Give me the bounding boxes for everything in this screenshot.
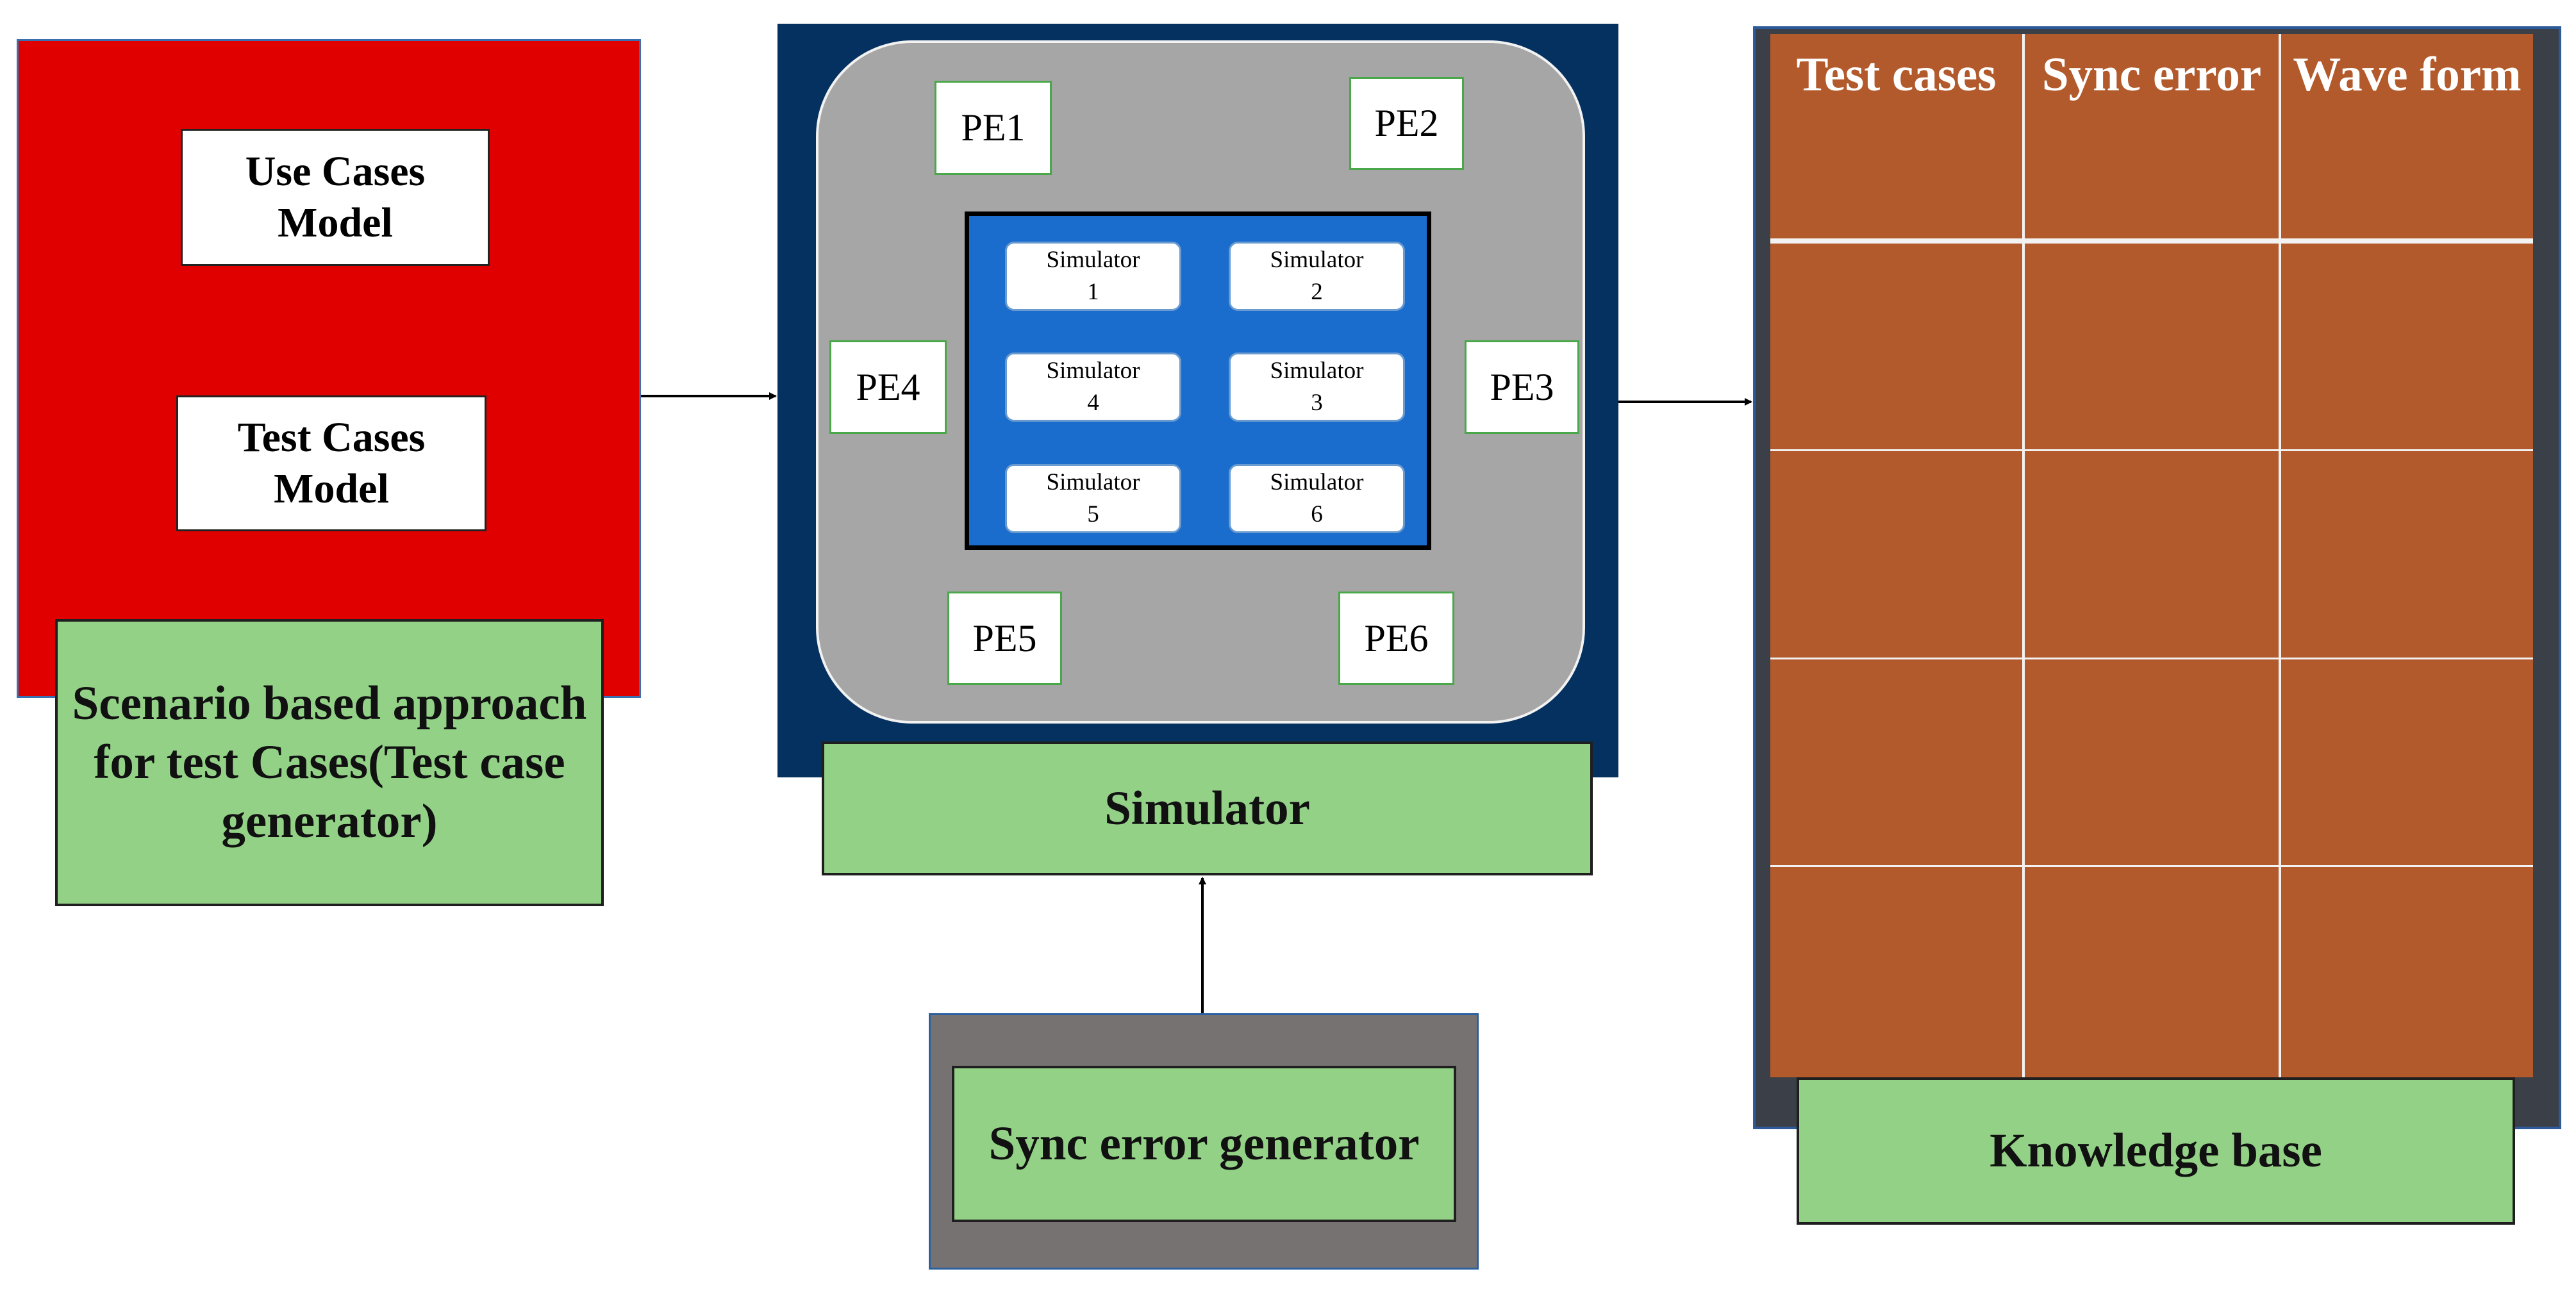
simulator-number: 2 — [1311, 279, 1323, 305]
simulator-name: Simulator — [1046, 247, 1140, 273]
simulator-6-box: Simulator 6 — [1229, 464, 1405, 533]
table-column-divider — [2022, 34, 2025, 1077]
sync-error-generator-label: Sync error generator — [952, 1066, 1456, 1222]
table-column-divider — [2279, 34, 2281, 1077]
pe3-box: PE3 — [1465, 340, 1579, 434]
simulator-4-box: Simulator 4 — [1005, 352, 1181, 422]
use-cases-model-box: Use Cases Model — [181, 129, 490, 266]
simulator-name: Simulator — [1046, 358, 1140, 384]
pe1-box: PE1 — [935, 81, 1052, 175]
simulator-name: Simulator — [1046, 469, 1140, 495]
simulator-number: 4 — [1087, 390, 1099, 416]
simulator-name: Simulator — [1270, 247, 1364, 273]
table-header-test-cases: Test cases — [1796, 48, 1997, 101]
table-header-wave-form: Wave form — [2293, 48, 2522, 101]
simulator-number: 6 — [1311, 501, 1323, 527]
pe4-box: PE4 — [829, 340, 947, 434]
simulator-2-box: Simulator 2 — [1229, 242, 1405, 311]
simulator-5-box: Simulator 5 — [1005, 464, 1181, 533]
test-cases-model-box: Test Cases Model — [176, 395, 486, 531]
pe5-box: PE5 — [947, 592, 1062, 685]
simulator-1-box: Simulator 1 — [1005, 242, 1181, 311]
simulator-number: 1 — [1087, 279, 1099, 305]
simulator-3-box: Simulator 3 — [1229, 352, 1405, 422]
simulator-number: 5 — [1087, 501, 1099, 527]
table-row-divider — [1770, 449, 2533, 451]
table-row-divider — [1770, 658, 2533, 659]
knowledge-base-table: Test cases Sync error Wave form — [1770, 34, 2533, 1077]
pe6-box: PE6 — [1338, 592, 1454, 685]
table-header-divider — [1770, 238, 2533, 244]
test-case-generator-label: Scenario based approach for test Cases(T… — [55, 619, 604, 906]
knowledge-base-label: Knowledge base — [1797, 1077, 2515, 1225]
simulator-name: Simulator — [1270, 358, 1364, 384]
simulator-number: 3 — [1311, 390, 1323, 416]
pe2-box: PE2 — [1349, 77, 1464, 170]
table-header-sync-error: Sync error — [2041, 48, 2262, 101]
simulator-label: Simulator — [822, 741, 1593, 875]
table-row-divider — [1770, 865, 2533, 867]
simulator-name: Simulator — [1270, 469, 1364, 495]
